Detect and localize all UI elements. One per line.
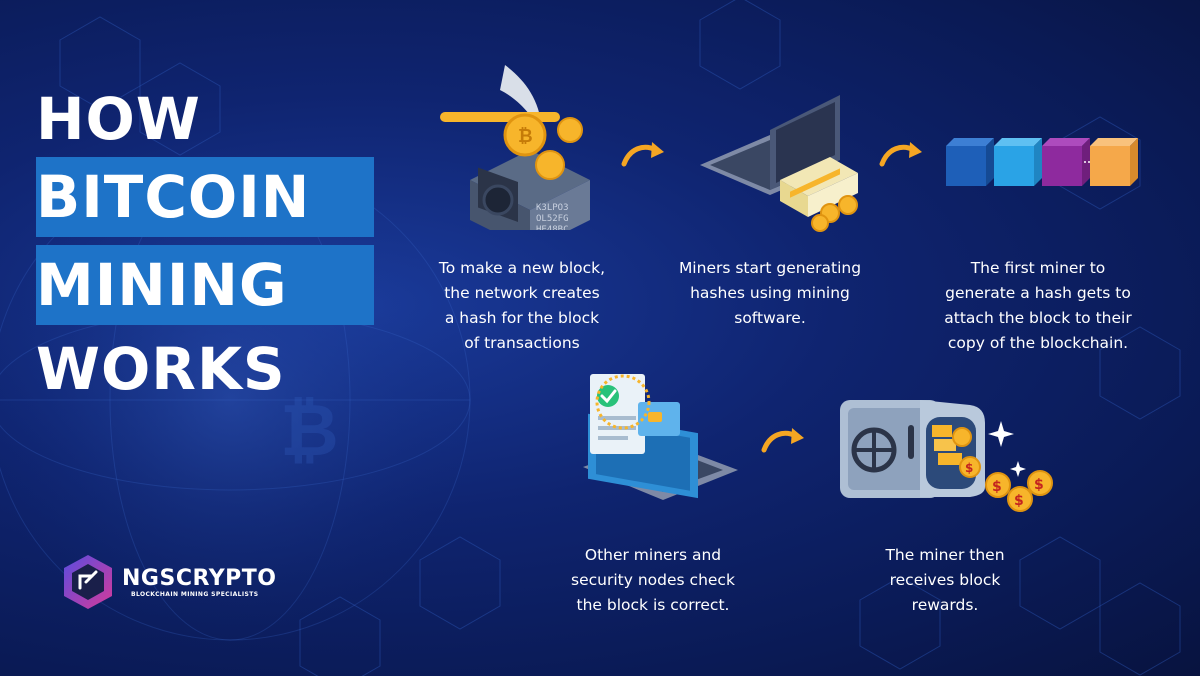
- step-4-text: Other miners and security nodes check th…: [571, 546, 735, 614]
- svg-text:$: $: [992, 479, 1002, 495]
- title-line-works: WORKS: [36, 335, 286, 403]
- title-line-bitcoin: BITCOIN: [36, 163, 311, 231]
- brand-tagline: BLOCKCHAIN MINING SPECIALISTS: [131, 591, 259, 598]
- svg-text:HE48BC: HE48BC: [536, 225, 569, 230]
- svg-text:₿: ₿: [280, 388, 339, 472]
- svg-text:$: $: [965, 461, 973, 475]
- svg-text:$: $: [1014, 493, 1024, 509]
- blockchain-cubes-icon: [946, 138, 1138, 186]
- step-1-text: To make a new block, the network creates…: [438, 259, 606, 352]
- vault-gold-coins-icon: $ $ $ $: [840, 400, 1053, 512]
- laptop-with-cash-icon: [700, 95, 858, 232]
- ngscrypto-logo-icon: [64, 555, 112, 609]
- arrow-icon-3: [761, 428, 804, 453]
- title-highlight-box-1: [36, 157, 374, 237]
- laptop-checklist-icon: [583, 374, 738, 500]
- title-highlight-box-2: [36, 245, 374, 325]
- pickaxe-mining-rig-icon: ₿ K3LPO3 OL52FG HE48BC: [440, 65, 590, 230]
- arrow-icon-1: [621, 142, 664, 167]
- svg-text:₿: ₿: [518, 126, 533, 147]
- title-line-how: HOW: [36, 85, 201, 153]
- step-5-text: The miner then receives block rewards.: [885, 546, 1005, 614]
- step-2-text: Miners start generating hashes using min…: [678, 259, 862, 327]
- brand-name: NGSCRYPTO: [122, 566, 277, 591]
- step-3-text: The first miner to generate a hash gets …: [944, 259, 1132, 352]
- title-line-mining: MINING: [36, 251, 288, 319]
- svg-text:OL52FG: OL52FG: [536, 214, 569, 224]
- svg-text:K3LPO3: K3LPO3: [536, 203, 569, 213]
- arrow-icon-2: [879, 142, 922, 167]
- svg-text:$: $: [1034, 477, 1044, 493]
